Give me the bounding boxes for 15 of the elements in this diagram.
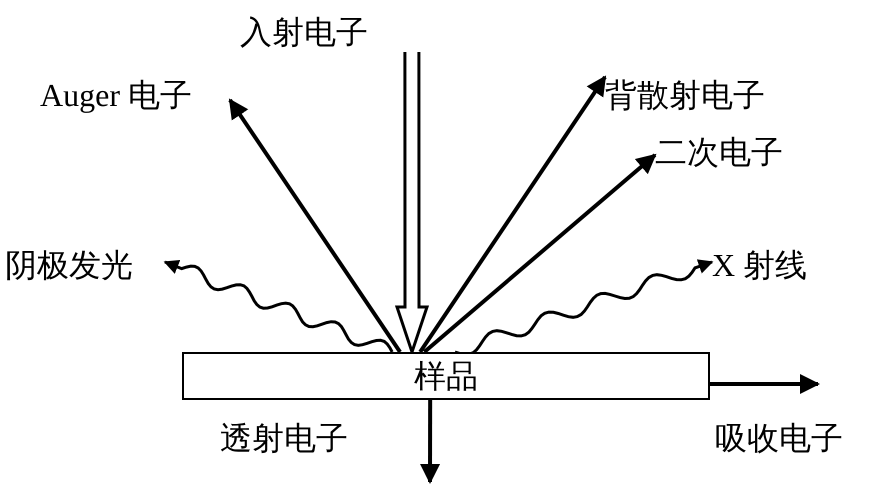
- beam-label: 入射电子: [240, 12, 420, 52]
- emission-label: 透射电子: [220, 419, 348, 458]
- emission-label: X 射线: [712, 245, 832, 285]
- arrow: [418, 75, 607, 354]
- sample-box: 样品: [182, 352, 710, 400]
- emission-label: 二次电子: [655, 132, 815, 172]
- wavy-arrow: [164, 260, 394, 353]
- emission-label: 背散射电子: [605, 75, 805, 115]
- emission-label: 吸收电子: [715, 419, 843, 458]
- emission-label: Auger 电子: [40, 75, 230, 115]
- arrow: [228, 98, 402, 354]
- emission-label: 阴极发光: [5, 245, 165, 285]
- arrow: [420, 400, 440, 484]
- arrow: [423, 153, 657, 354]
- arrow: [710, 374, 820, 394]
